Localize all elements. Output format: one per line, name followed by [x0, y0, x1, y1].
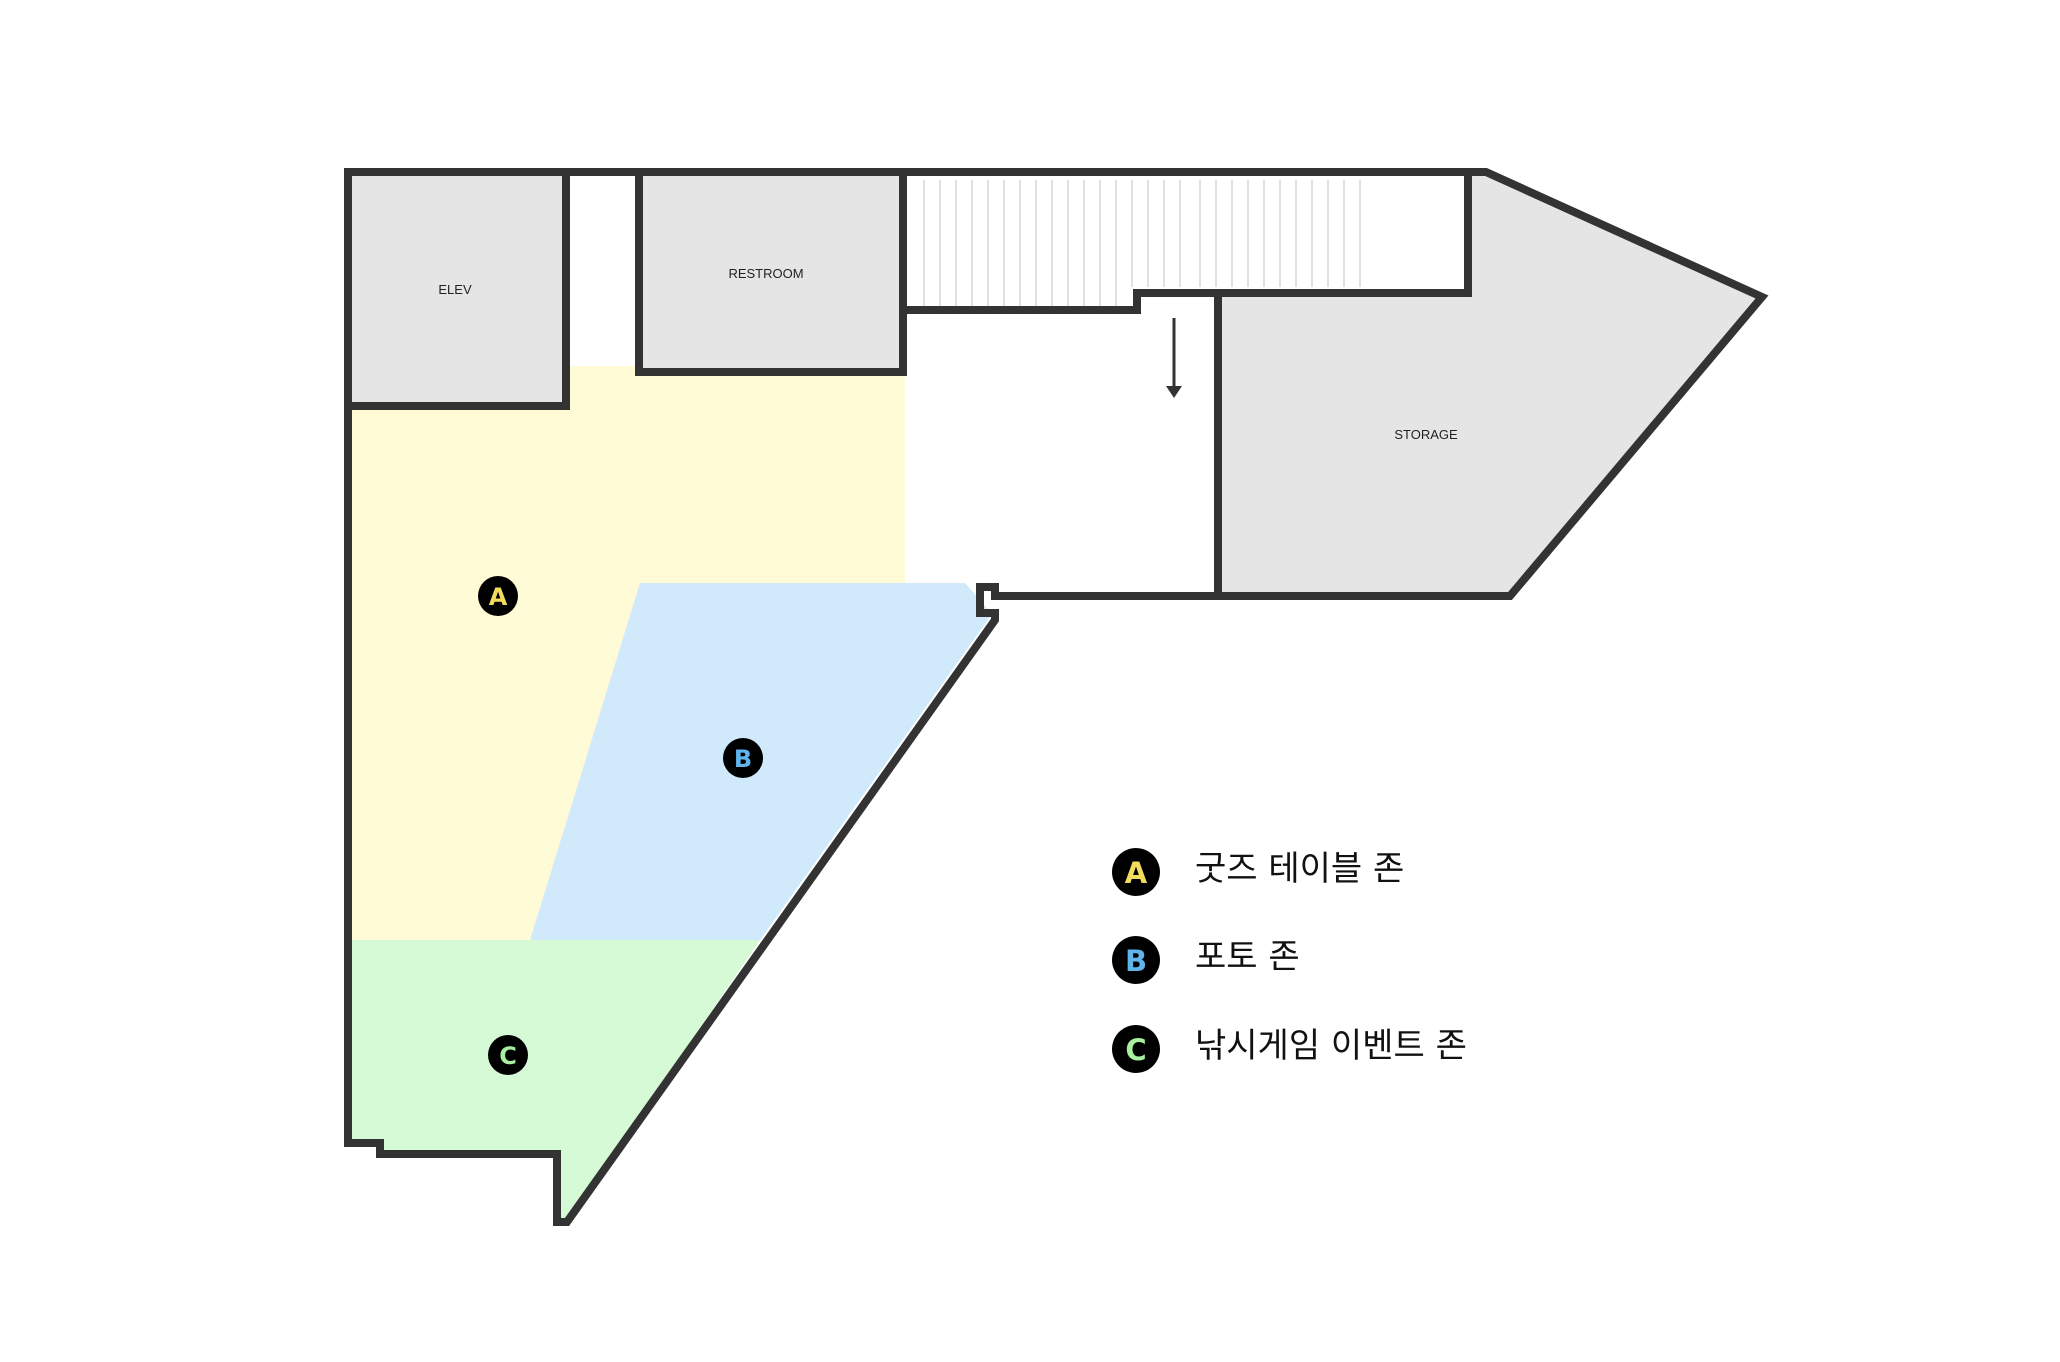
elev-label: ELEV	[438, 282, 472, 297]
zone-a-marker: A	[478, 576, 518, 616]
zone-a-letter: A	[489, 583, 508, 611]
zone-a-area	[352, 366, 905, 940]
legend-item-c: C 낚시게임 이벤트 존	[1112, 1025, 1467, 1073]
stairs-icon	[923, 180, 1361, 306]
restroom-label: RESTROOM	[728, 266, 803, 281]
zone-b-letter: B	[734, 745, 752, 773]
legend-item-a: A 굿즈 테이블 존	[1112, 848, 1404, 896]
elevator-room	[349, 174, 565, 407]
down-arrow-icon	[1166, 318, 1182, 398]
floor-walls	[344, 168, 1769, 1226]
zone-b-marker: B	[723, 738, 763, 778]
legend-item-b: B 포토 존	[1112, 936, 1300, 984]
legend-label-a: 굿즈 테이블 존	[1195, 849, 1404, 889]
restroom-room	[640, 174, 900, 372]
legend-label-c: 낚시게임 이벤트 존	[1195, 1026, 1467, 1066]
legend-marker-c: C	[1125, 1033, 1146, 1067]
storage-room	[1218, 174, 1762, 596]
legend-label-b: 포토 존	[1195, 937, 1300, 977]
legend-marker-a: A	[1125, 856, 1148, 890]
legend-marker-b: B	[1125, 944, 1147, 978]
zone-c-letter: C	[499, 1042, 517, 1070]
zone-c-marker: C	[488, 1035, 528, 1075]
storage-label: STORAGE	[1394, 427, 1458, 442]
map-legend: A 굿즈 테이블 존 B 포토 존 C 낚시게임 이벤트 존	[1112, 848, 1467, 1073]
